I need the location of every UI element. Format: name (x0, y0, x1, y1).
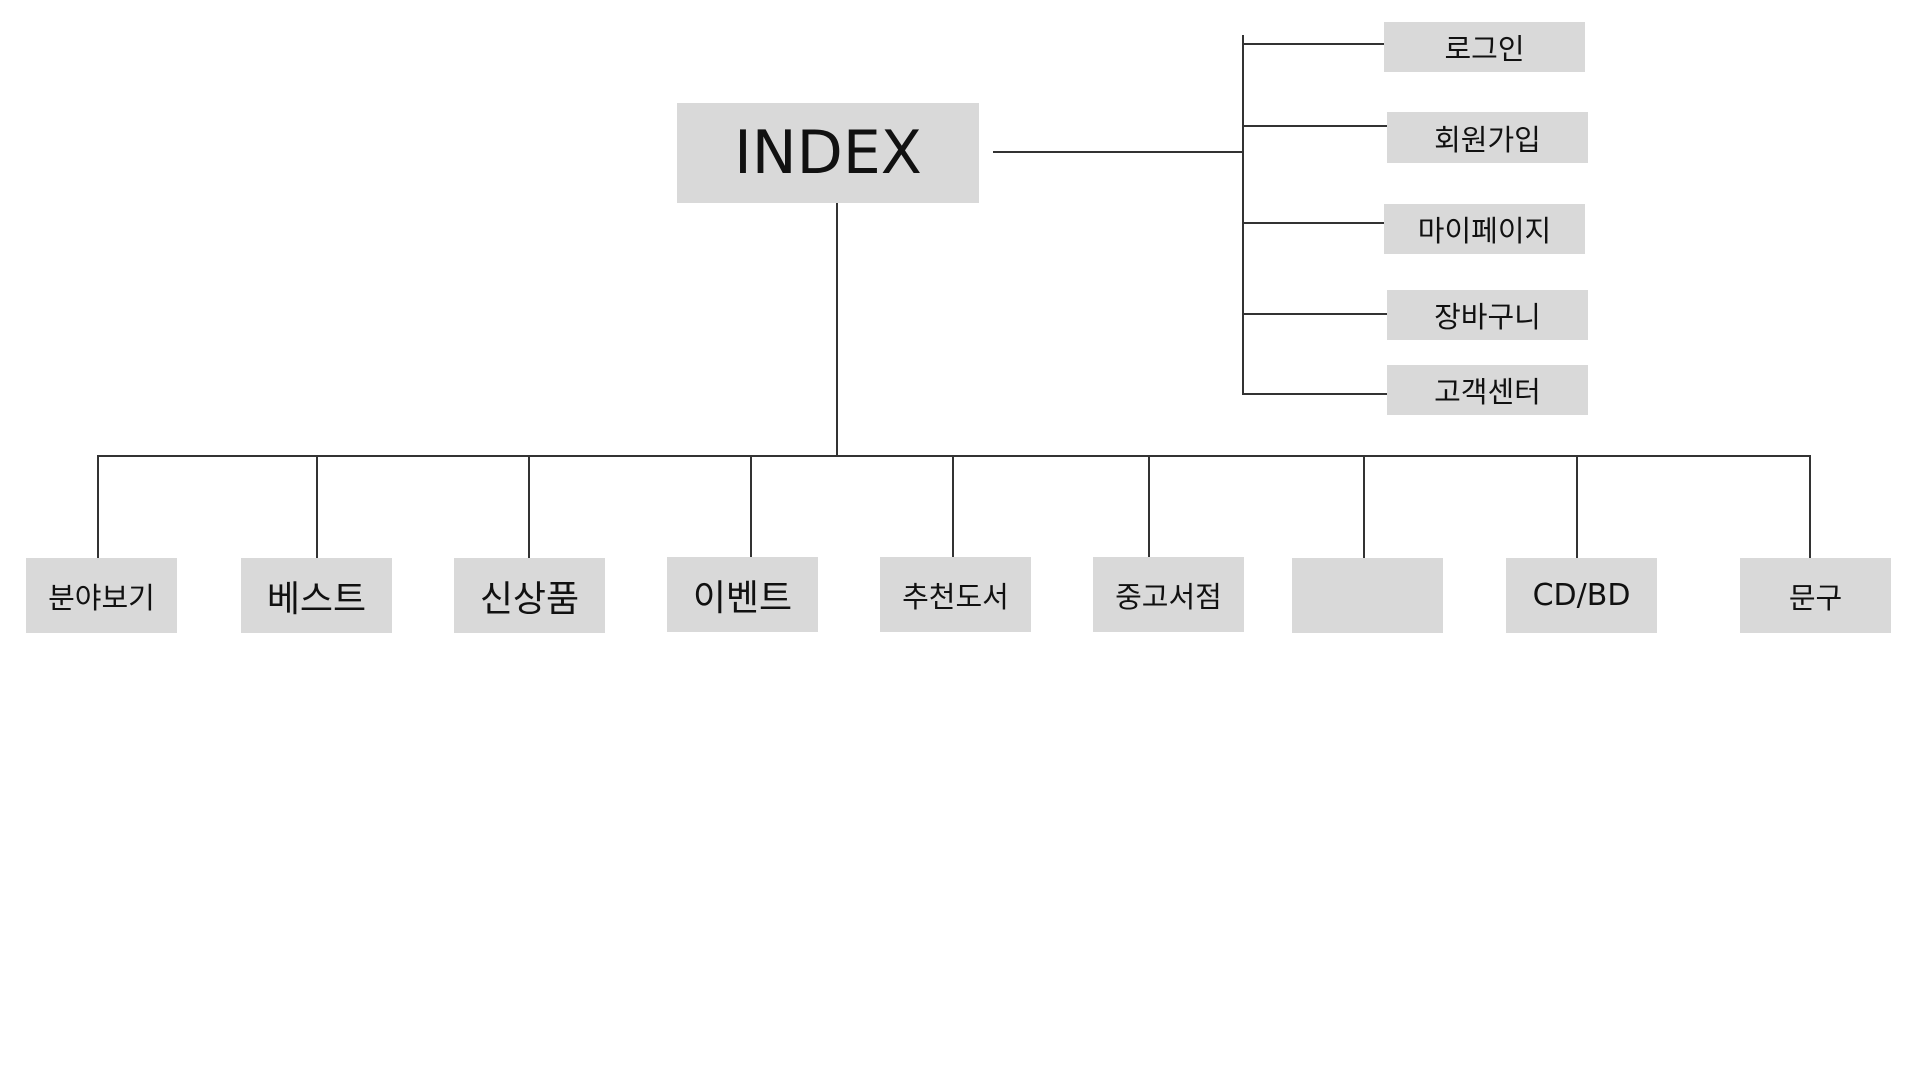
main-node-recommended-books: 추천도서 (880, 557, 1031, 632)
main-node-best: 베스트 (241, 558, 392, 633)
main-branch-connector (952, 455, 954, 557)
main-node-browse-categories: 분야보기 (26, 558, 177, 633)
main-node-new-products: 신상품 (454, 558, 605, 633)
main-bus-connector (97, 455, 1811, 457)
main-branch-connector (1809, 455, 1811, 558)
utility-node-label: 마이페이지 (1417, 214, 1552, 248)
main-node-label: 추천도서 (902, 579, 1009, 614)
main-branch-connector (97, 455, 99, 558)
utility-branch-connector (1242, 393, 1387, 395)
utility-node-label: 장바구니 (1434, 300, 1541, 334)
main-branch-connector (316, 455, 318, 558)
utility-node-cart: 장바구니 (1387, 290, 1588, 340)
utility-node-customer-center: 고객센터 (1387, 365, 1588, 415)
main-node-used-bookstore: 중고서점 (1093, 557, 1244, 632)
root-to-utility-connector (993, 151, 1243, 153)
utility-trunk-connector (1242, 35, 1244, 395)
main-node-cd-bd: CD/BD (1506, 558, 1657, 633)
main-node-label: 신상품 (479, 578, 580, 620)
utility-node-label: 회원가입 (1434, 122, 1541, 157)
main-node-stationery: 문구 (1740, 558, 1891, 633)
root-node-label: INDEX (734, 118, 922, 188)
utility-node-label: 로그인 (1444, 32, 1525, 66)
utility-node-login: 로그인 (1384, 22, 1585, 72)
main-branch-connector (528, 455, 530, 558)
root-node-index: INDEX (677, 103, 979, 203)
main-node-label: 베스트 (266, 578, 367, 620)
utility-node-label: 고객센터 (1434, 375, 1541, 409)
main-node-label: CD/BD (1532, 578, 1631, 613)
main-branch-connector (1148, 455, 1150, 557)
main-branch-connector (1576, 455, 1578, 558)
main-node-events: 이벤트 (667, 557, 818, 632)
utility-branch-connector (1242, 222, 1384, 224)
main-node-label: 문구 (1788, 580, 1843, 615)
utility-branch-connector (1242, 125, 1387, 127)
main-branch-connector (1363, 455, 1365, 558)
main-node-label: 이벤트 (692, 577, 793, 619)
main-node-label: 분야보기 (48, 580, 155, 615)
utility-node-mypage: 마이페이지 (1384, 204, 1585, 254)
main-node-label: 중고서점 (1115, 579, 1222, 614)
root-to-main-connector (836, 203, 838, 456)
utility-branch-connector (1242, 43, 1384, 45)
main-node-blank (1292, 558, 1443, 633)
utility-node-signup: 회원가입 (1387, 112, 1588, 163)
main-branch-connector (750, 455, 752, 557)
utility-branch-connector (1242, 313, 1387, 315)
